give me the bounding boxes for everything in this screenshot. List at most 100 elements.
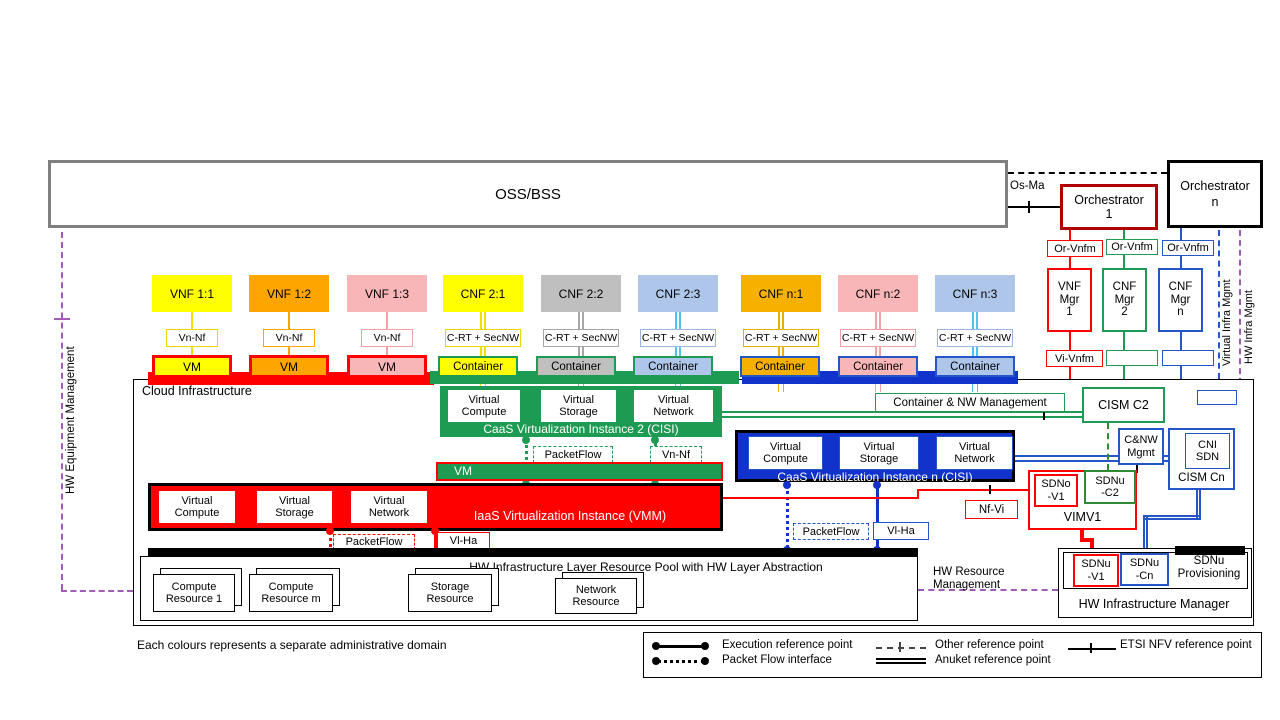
nf-box-vnf12: VNF 1:2 xyxy=(249,275,329,312)
legend-execution-dot-right xyxy=(701,642,709,650)
orchestrator-1-line2: 1 xyxy=(1105,207,1113,221)
network-resource-box: Network Resource xyxy=(555,578,637,614)
virtual-infra-mgmt-dashed-line xyxy=(1218,230,1220,430)
vim-sdnu-line-v1 xyxy=(1080,530,1084,542)
caasn-packetflow-dot-top xyxy=(783,481,791,489)
iaas-vlha-line xyxy=(434,531,437,553)
nf-vi-label: Nf-Vi xyxy=(965,500,1018,519)
vm-layer-label: VM xyxy=(454,464,472,478)
caas2-packetflow-label: PacketFlow xyxy=(533,446,613,463)
caas2-virtual-storage: Virtual Storage xyxy=(540,389,617,423)
legend-other-label: Other reference point xyxy=(935,639,1044,651)
ref-label-cnfn3: C-RT + SecNW xyxy=(937,329,1013,347)
orchestrator-n-line2: n xyxy=(1211,195,1219,209)
container-box-21: Container xyxy=(438,356,518,377)
storage-resource-box: Storage Resource xyxy=(408,574,492,612)
nf-box-cnfn3: CNF n:3 xyxy=(935,275,1015,312)
cism-cn-box: CNI SDN CISM Cn xyxy=(1168,428,1235,490)
caasn-vlha-label: Vl-Ha xyxy=(873,522,929,540)
legend-other-line xyxy=(876,647,926,649)
cism-sdnu-line-v1 xyxy=(1196,490,1201,520)
or-vnfm-green-label: Or-Vnfm xyxy=(1106,239,1158,255)
legend-packetflow-dot-left xyxy=(652,657,660,665)
ref-label-vnf11: Vn-Nf xyxy=(166,329,218,347)
nfvi-line-horizontal2 xyxy=(917,489,1029,491)
orchestrator-n-line1: Orchestrator xyxy=(1180,178,1250,193)
hw-equipment-mgmt-dashed-line xyxy=(61,232,63,590)
caasn-virtual-compute: Virtual Compute xyxy=(748,436,823,470)
ref-label-cnf21: C-RT + SecNW xyxy=(445,329,521,347)
vimv1-label: VIMV1 xyxy=(1063,510,1102,524)
caas-instance-2-box: Virtual Compute Virtual Storage Virtual … xyxy=(440,386,722,437)
cism-cn-label: CISM Cn xyxy=(1178,472,1225,484)
container-box-n2: Container xyxy=(838,356,918,377)
vim-sdnu-line-v2 xyxy=(1090,538,1094,554)
hw-resource-mgmt-label: HW Resource Management xyxy=(933,566,1005,591)
nf-box-cnfn2: CNF n:2 xyxy=(838,275,918,312)
nf-box-cnf23: CNF 2:3 xyxy=(638,275,718,312)
hw-equipment-mgmt-label: HW Equipment Management xyxy=(65,346,77,494)
container-box-n3: Container xyxy=(935,356,1015,377)
vm-box-2: VM xyxy=(249,355,329,378)
container-nw-mgmt-label: Container & NW Management xyxy=(875,393,1065,412)
or-vnfm-blue-label: Or-Vnfm xyxy=(1162,240,1214,256)
vm-box-3: VM xyxy=(347,355,427,378)
container-box-22: Container xyxy=(536,356,616,377)
hw-infra-manager-box: SDNu -V1 SDNu -Cn SDNu Provisioning HW I… xyxy=(1058,548,1252,618)
legend-etsi-label: ETSI NFV reference point xyxy=(1120,639,1252,651)
caasn-virtual-network: Virtual Network xyxy=(936,436,1013,470)
legend-etsi-tick xyxy=(1090,643,1092,653)
hw-infra-manager-inner-row xyxy=(1063,552,1248,589)
vim-sdnu-line-h xyxy=(1080,538,1094,542)
hw-abstraction-bar xyxy=(148,548,918,556)
container-nw-mgmt-anuket-line xyxy=(722,411,1082,418)
caas2-virtual-network: Virtual Network xyxy=(633,389,714,423)
container-box-23: Container xyxy=(633,356,713,377)
caasn-packetflow-line xyxy=(786,484,789,548)
iaas-instance-box: Virtual Compute Virtual Storage Virtual … xyxy=(148,483,723,531)
legend-anuket-label: Anuket reference point xyxy=(935,654,1051,666)
hw-equipment-mgmt-tick xyxy=(54,318,70,320)
caasn-cism-anuket-line xyxy=(1015,455,1168,462)
hw-infra-mgmt-label: HW Infra Mgmt xyxy=(1243,290,1255,365)
legend-packetflow-line xyxy=(657,660,705,663)
legend-box xyxy=(643,632,1262,678)
legend-etsi-line xyxy=(1068,648,1116,650)
caasn-title: CaaS Virtualization Instance n (CISI) xyxy=(777,470,973,484)
iaas-virtual-network: Virtual Network xyxy=(350,490,428,524)
vm-layer-bar: VM xyxy=(436,462,723,481)
os-ma-line xyxy=(1008,206,1060,208)
iaas-vlha-label: Vl-Ha xyxy=(437,532,490,549)
os-ma-tick xyxy=(1028,201,1030,213)
caasn-cism-tick xyxy=(1136,462,1138,473)
cism-c2-sdnu-dashed-line xyxy=(1107,423,1109,470)
cnfn1-stub xyxy=(778,384,784,392)
ref-label-cnfn2: C-RT + SecNW xyxy=(840,329,916,347)
sdno-v1-box: SDNo -V1 xyxy=(1034,474,1078,507)
legend-execution-label: Execution reference point xyxy=(722,639,853,651)
legend-anuket-line xyxy=(876,658,926,664)
cnfn2-stub xyxy=(875,384,881,392)
nf-box-cnfn1: CNF n:1 xyxy=(741,275,821,312)
vi-vnfm-label: Vi-Vnfm xyxy=(1046,350,1103,367)
ref-label-vnf12: Vn-Nf xyxy=(263,329,315,347)
caas2-packetflow-dot-top xyxy=(522,436,530,444)
ref-label-cnfn1: C-RT + SecNW xyxy=(743,329,819,347)
iaas-title: IaaS Virtualization Instance (VMM) xyxy=(473,509,667,523)
container-nw-mgmt-tick xyxy=(1043,408,1045,420)
caas2-vnnf-label: Vn-Nf xyxy=(650,446,702,463)
cnf-mgr-2-box: CNF Mgr 2 xyxy=(1102,268,1147,332)
ossbss-to-orchestrator-n-dashed-line xyxy=(1008,172,1167,174)
iaas-packetflow-dot-top xyxy=(326,527,334,535)
caas2-title: CaaS Virtualization Instance 2 (CISI) xyxy=(483,422,679,436)
sdnu-provisioning-bar xyxy=(1175,546,1245,555)
sdnu-provisioning-label: SDNu Provisioning xyxy=(1177,555,1241,580)
container-box-n1: Container xyxy=(740,356,820,377)
sdnu-c2-box: SDNu -C2 xyxy=(1084,470,1136,504)
cni-sdn-box: CNI SDN xyxy=(1185,433,1230,469)
nf-box-vnf13: VNF 1:3 xyxy=(347,275,427,312)
caas2-vnnf-dot-top xyxy=(651,436,659,444)
caas2-virtual-compute: Virtual Compute xyxy=(447,389,521,423)
nf-box-vnf11: VNF 1:1 xyxy=(152,275,232,312)
